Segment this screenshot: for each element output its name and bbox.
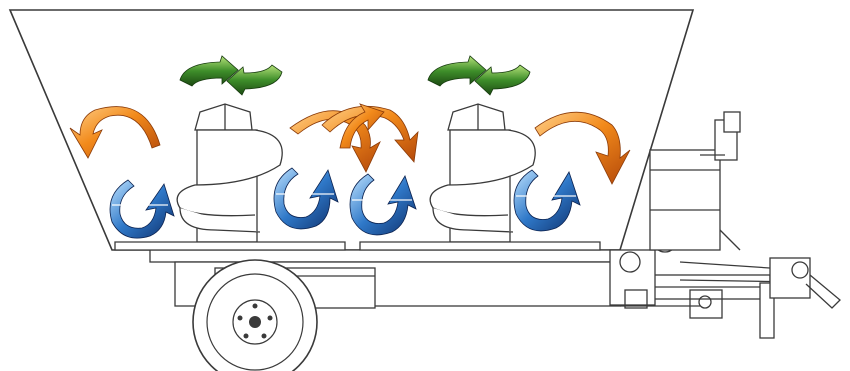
control-tower — [650, 112, 740, 250]
wheel — [193, 260, 317, 371]
